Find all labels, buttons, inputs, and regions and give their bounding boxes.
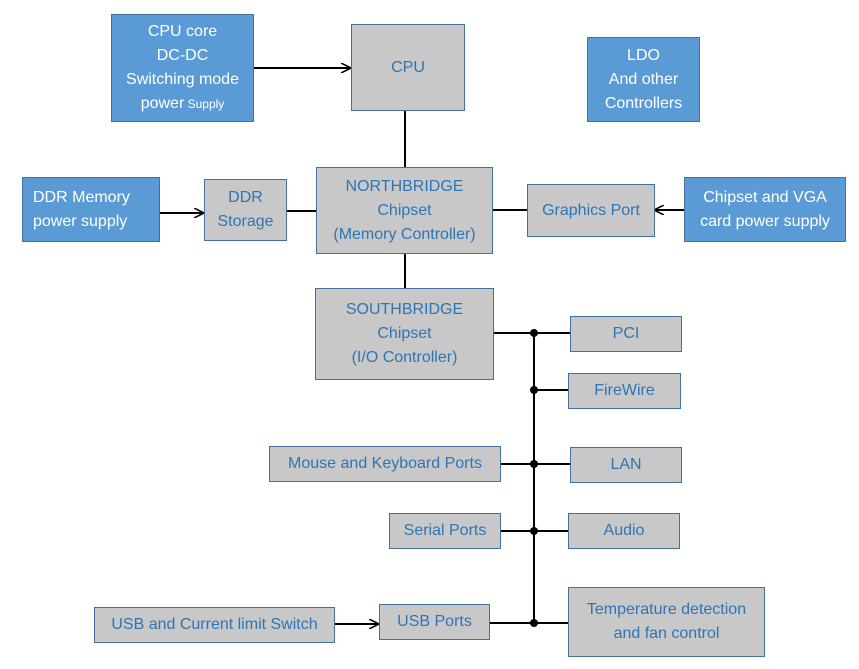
southbridge-line-2: Chipset [377, 325, 432, 342]
vga-supply-line-2: card power supply [700, 212, 830, 230]
cpu-core-supply-line-1: CPU core [147, 23, 218, 40]
temperature-line-1: Temperature detection [586, 601, 747, 618]
usb-switch-label: USB and Current limit Switch [111, 616, 318, 633]
ddr-supply-box: DDR Memory power supply [22, 177, 160, 242]
mouse-keyboard-box: Mouse and Keyboard Ports [269, 446, 501, 482]
northbridge-line-2: Chipset [377, 201, 432, 219]
ldo-line-2: And other [608, 70, 679, 88]
lan-box: LAN [570, 447, 682, 483]
serial-ports-box: Serial Ports [389, 513, 501, 549]
junction-dot [530, 329, 538, 337]
northbridge-line-1: NORTHBRIDGE [345, 177, 464, 195]
firewire-label: FireWire [594, 382, 655, 399]
southbridge-box: SOUTHBRIDGE Chipset (I/O Controller) [315, 288, 494, 380]
vga-supply-line-1: Chipset and VGA [703, 188, 827, 206]
audio-label: Audio [603, 522, 645, 539]
ddr-storage-line-2: Storage [217, 213, 274, 230]
junction-dot [530, 386, 538, 394]
junction-dot [530, 619, 538, 627]
cpu-core-supply-line-4: power Supply [141, 92, 225, 116]
temperature-line-2: and fan control [613, 625, 720, 642]
junction-dot [530, 527, 538, 535]
mouse-keyboard-label: Mouse and Keyboard Ports [288, 455, 482, 472]
serial-ports-label: Serial Ports [403, 522, 487, 539]
southbridge-line-3: (I/O Controller) [351, 349, 458, 366]
usb-switch-box: USB and Current limit Switch [94, 607, 335, 643]
ldo-box: LDO And other Controllers [587, 37, 700, 122]
cpu-core-supply-line-3: Switching mode [126, 71, 239, 88]
vga-supply-box: Chipset and VGA card power supply [684, 177, 846, 242]
ldo-line-1: LDO [627, 46, 660, 64]
pci-box: PCI [570, 316, 682, 352]
northbridge-line-3: (Memory Controller) [333, 225, 476, 243]
ddr-storage-box: DDR Storage [204, 179, 287, 241]
graphics-port-box: Graphics Port [527, 184, 655, 237]
cpu-core-supply-line-2: DC-DC [156, 47, 209, 64]
usb-ports-label: USB Ports [397, 613, 472, 630]
pci-label: PCI [612, 325, 640, 342]
ldo-line-3: Controllers [604, 94, 683, 112]
cpu-core-supply-line-4-main: r [178, 95, 185, 112]
audio-box: Audio [568, 513, 680, 549]
firewire-box: FireWire [568, 373, 681, 409]
ddr-supply-line-1: DDR Memory [33, 188, 130, 206]
cpu-core-supply-line-4-prefix: powe [140, 95, 179, 112]
cpu-box: CPU [351, 24, 465, 111]
temperature-box: Temperature detection and fan control [568, 587, 765, 657]
cpu-core-supply-box: CPU core DC-DC Switching mode power Supp… [111, 14, 254, 122]
ddr-storage-line-1: DDR [228, 189, 263, 206]
southbridge-line-1: SOUTHBRIDGE [345, 301, 464, 318]
ddr-supply-line-2: power supply [33, 212, 128, 230]
cpu-label: CPU [391, 58, 425, 76]
usb-ports-box: USB Ports [379, 604, 490, 640]
northbridge-box: NORTHBRIDGE Chipset (Memory Controller) [316, 167, 493, 254]
junction-dot [530, 460, 538, 468]
graphics-port-label: Graphics Port [542, 201, 640, 219]
cpu-core-supply-line-4-small: Supply [184, 97, 225, 111]
lan-label: LAN [610, 456, 642, 473]
